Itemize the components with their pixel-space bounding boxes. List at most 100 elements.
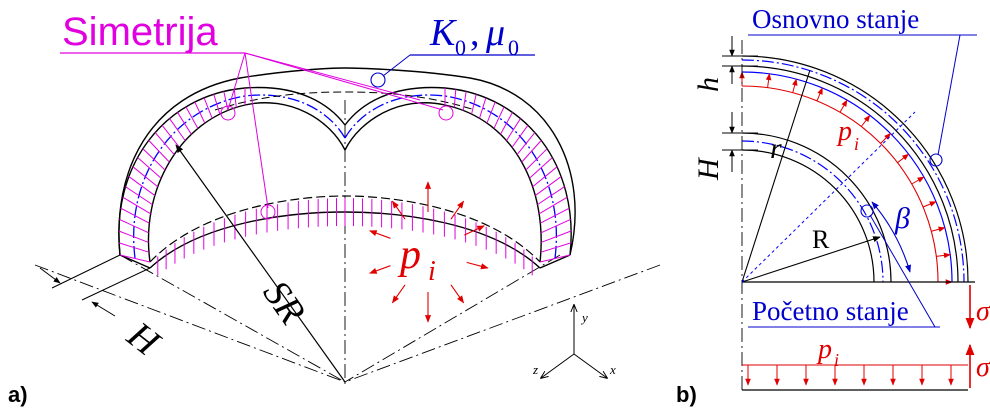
hatch-line <box>233 89 237 108</box>
hatch-line <box>118 230 149 243</box>
reference-state-label: Osnovno stanje <box>752 4 919 34</box>
arch-right-outer <box>344 86 572 256</box>
material-leader <box>382 54 411 77</box>
pressure-tick <box>931 226 946 232</box>
hatch-line <box>539 254 571 263</box>
pressure-tick <box>816 87 823 102</box>
axis-z-label: z <box>532 362 538 377</box>
pressure-tick <box>911 176 925 185</box>
hatch-line <box>511 124 529 148</box>
shell-arc <box>741 59 965 283</box>
construction-lines <box>34 100 661 385</box>
hatch-line <box>137 157 162 179</box>
hatch-line <box>177 112 192 135</box>
hidden-back-edge <box>214 91 476 111</box>
svg-text:i: i <box>834 350 839 370</box>
thickness-dimension <box>39 254 151 317</box>
panel-b: r R β h H Osnovno stanje Početno stanje <box>676 4 990 407</box>
thickness-label: H <box>119 313 169 365</box>
hatch-line <box>120 207 150 224</box>
radius-R-label: R <box>812 225 830 254</box>
H-label: H <box>692 156 725 181</box>
svg-text:p: p <box>397 232 421 278</box>
svg-text:i: i <box>428 256 436 287</box>
pressure-arrow <box>369 230 391 239</box>
panel-b-label: b) <box>676 382 697 407</box>
sigma-bottom-label: σ <box>976 352 990 383</box>
hatch-line <box>500 112 513 135</box>
axis-y-label: y <box>580 310 588 325</box>
svg-text:,: , <box>470 12 480 54</box>
hatch-line <box>213 94 221 115</box>
pressure-arrow <box>391 200 406 220</box>
initial-state-marker <box>860 204 874 218</box>
hatch-line <box>462 91 467 111</box>
hatch-line <box>128 176 156 196</box>
hatch-line <box>521 140 542 163</box>
distributed-load <box>742 364 968 391</box>
hatch-line <box>142 148 166 171</box>
panel-a-label: a) <box>8 382 28 407</box>
hatch-line <box>132 166 159 188</box>
pressure-arrow <box>466 261 489 270</box>
radius-r-line <box>741 69 811 283</box>
h-label: h <box>692 77 725 92</box>
radius-r-label: r <box>770 132 782 165</box>
hatch-line <box>532 166 558 188</box>
pressure-tick <box>765 73 772 88</box>
pressure-arrow <box>391 284 406 304</box>
shell-arcs <box>741 55 969 283</box>
pressure-label-b-arc: p i <box>836 116 859 154</box>
reference-state-marker <box>929 153 943 167</box>
pressure-label-b-load: p i <box>816 334 839 370</box>
hatch-line <box>154 132 175 155</box>
axis-triad <box>541 305 607 378</box>
pressure-tick <box>880 133 891 144</box>
hatch-line <box>118 242 150 253</box>
svg-text:p: p <box>816 334 832 365</box>
hatch-line <box>529 157 553 179</box>
beta-label: β <box>894 202 910 235</box>
panel-a: SR H Simetrija K 0 , μ 0 <box>8 10 661 407</box>
pressure-tick <box>792 78 798 93</box>
shell-arc <box>741 65 959 283</box>
hatch-line <box>125 186 153 206</box>
radius-label: SR <box>255 273 314 332</box>
base-ring-top <box>149 195 541 263</box>
base-ring-outer <box>119 254 571 269</box>
pressure-tick <box>922 201 937 208</box>
radius-R-line <box>741 236 881 283</box>
reference-state-leader <box>937 34 961 156</box>
hatch-line <box>148 140 170 163</box>
hatch-line <box>479 97 487 119</box>
material-label: K 0 , μ 0 <box>429 12 519 60</box>
beta-arc <box>871 201 911 273</box>
svg-text:K: K <box>429 12 457 54</box>
angle-ray <box>741 111 916 283</box>
hatch-line <box>540 218 571 234</box>
svg-text:0: 0 <box>508 35 519 60</box>
hatch-line <box>453 89 457 108</box>
pressure-arrow <box>450 284 465 304</box>
arch-left-outer <box>118 86 346 256</box>
pressure-arrow <box>369 265 391 274</box>
svg-text:p: p <box>836 116 852 147</box>
pressure-arrow <box>450 200 465 220</box>
shell-arc <box>741 149 875 283</box>
pressure-label-a: p i <box>397 232 436 287</box>
hatch-line <box>525 148 548 171</box>
shell-arc <box>741 85 939 283</box>
shell-arc <box>741 55 969 283</box>
hatch-line <box>540 207 570 224</box>
shell-arc <box>741 140 884 283</box>
initial-state-leader <box>869 214 936 328</box>
hatch-line <box>538 196 568 215</box>
mid-surface-right <box>344 94 557 259</box>
hatch-line <box>471 94 477 115</box>
pressure-arrow <box>464 225 485 236</box>
arch-left-inner <box>147 102 346 263</box>
hatch-line <box>194 101 206 124</box>
hatch-line <box>506 118 521 141</box>
hatch-line <box>540 242 572 253</box>
